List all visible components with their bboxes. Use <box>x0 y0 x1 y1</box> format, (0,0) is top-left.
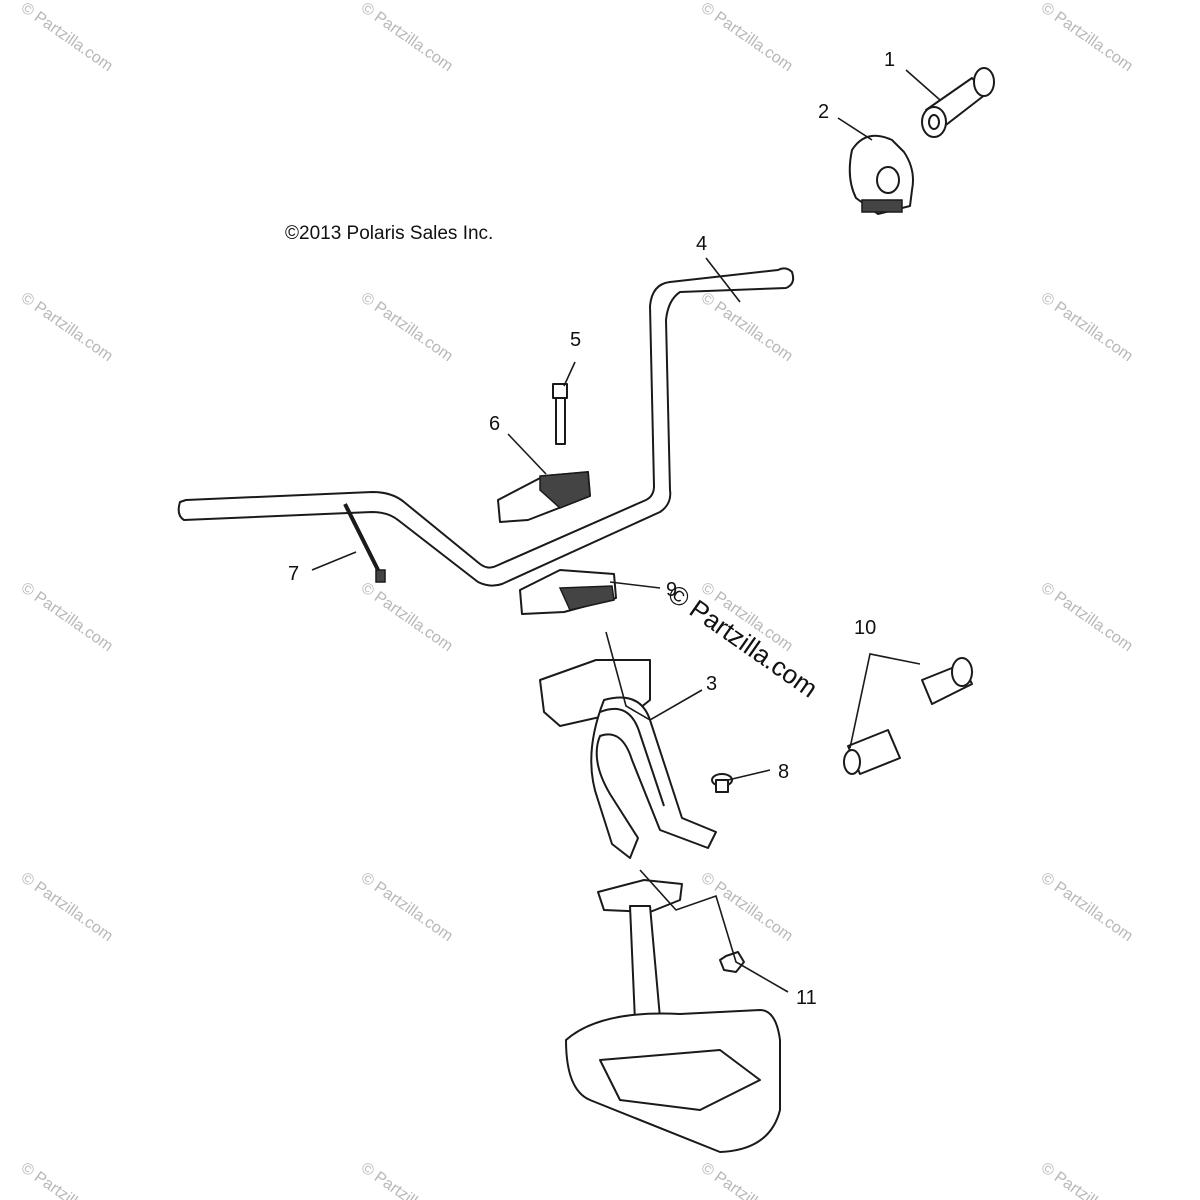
part-handlebar-bracket[interactable] <box>539 659 717 859</box>
callout-1: 1 <box>884 49 895 71</box>
leader-6 <box>507 433 547 475</box>
watermark-text: © Partzilla.com <box>698 1159 796 1200</box>
watermark-text: © Partzilla.com <box>358 1159 456 1200</box>
leader-8 <box>727 769 771 781</box>
callout-7: 7 <box>288 563 299 585</box>
watermark-text: © Partzilla.com <box>18 1159 116 1200</box>
part-cable-tie[interactable] <box>343 503 386 583</box>
callout-3: 3 <box>706 673 717 695</box>
part-grip-pair[interactable] <box>843 657 973 775</box>
callout-8: 8 <box>778 761 789 783</box>
part-handlebar[interactable] <box>177 267 795 587</box>
watermark-text: © Partzilla.com <box>698 869 796 945</box>
leader-9 <box>609 581 661 589</box>
leader-2 <box>837 117 873 141</box>
watermark-text: © Partzilla.com <box>1038 0 1136 75</box>
watermark-text: © Partzilla.com <box>358 869 456 945</box>
leader-3 <box>605 631 703 721</box>
callout-2: 2 <box>818 101 829 123</box>
leader-4 <box>705 257 741 303</box>
watermark-text: © Partzilla.com <box>1038 1159 1136 1200</box>
watermark-text: © Partzilla.com <box>18 579 116 655</box>
part-bracket-screw[interactable] <box>711 773 733 793</box>
part-grip-right[interactable] <box>921 67 995 138</box>
callout-11: 11 <box>796 987 817 1009</box>
part-throttle-housing[interactable] <box>848 134 914 215</box>
callout-10: 10 <box>854 617 876 639</box>
leader-10 <box>849 653 921 749</box>
watermark-text: © Partzilla.com <box>18 0 116 75</box>
leader-11 <box>639 869 789 993</box>
watermark-text: © Partzilla.com <box>1038 579 1136 655</box>
center-watermark: © Partzilla.com <box>663 578 824 703</box>
steering-post-assembly <box>565 879 781 1153</box>
part-lower-clamp[interactable] <box>519 569 617 615</box>
callout-9: 9 <box>666 579 677 601</box>
watermark-text: © Partzilla.com <box>358 579 456 655</box>
leader-1 <box>905 69 941 101</box>
part-nut[interactable] <box>719 951 745 973</box>
watermark-text: © Partzilla.com <box>698 0 796 75</box>
watermark-text: © Partzilla.com <box>358 289 456 365</box>
callout-labels: 1 2 3 4 5 6 7 8 9 10 11 <box>288 49 895 1009</box>
copyright-text: ©2013 Polaris Sales Inc. <box>285 223 493 244</box>
callout-5: 5 <box>570 329 581 351</box>
watermark-text: © Partzilla.com <box>1038 869 1136 945</box>
part-clamp-bolt[interactable] <box>552 383 568 445</box>
leader-5 <box>563 361 576 387</box>
watermark-text: © Partzilla.com <box>698 289 796 365</box>
callout-6: 6 <box>489 413 500 435</box>
leader-7 <box>311 551 357 571</box>
callout-4: 4 <box>696 233 707 255</box>
part-upper-clamp[interactable] <box>497 471 591 523</box>
watermark-text: © Partzilla.com <box>18 289 116 365</box>
watermark-text: © Partzilla.com <box>358 0 456 75</box>
leader-lines <box>311 69 941 993</box>
watermark-text: © Partzilla.com <box>18 869 116 945</box>
watermark-text: © Partzilla.com <box>1038 289 1136 365</box>
